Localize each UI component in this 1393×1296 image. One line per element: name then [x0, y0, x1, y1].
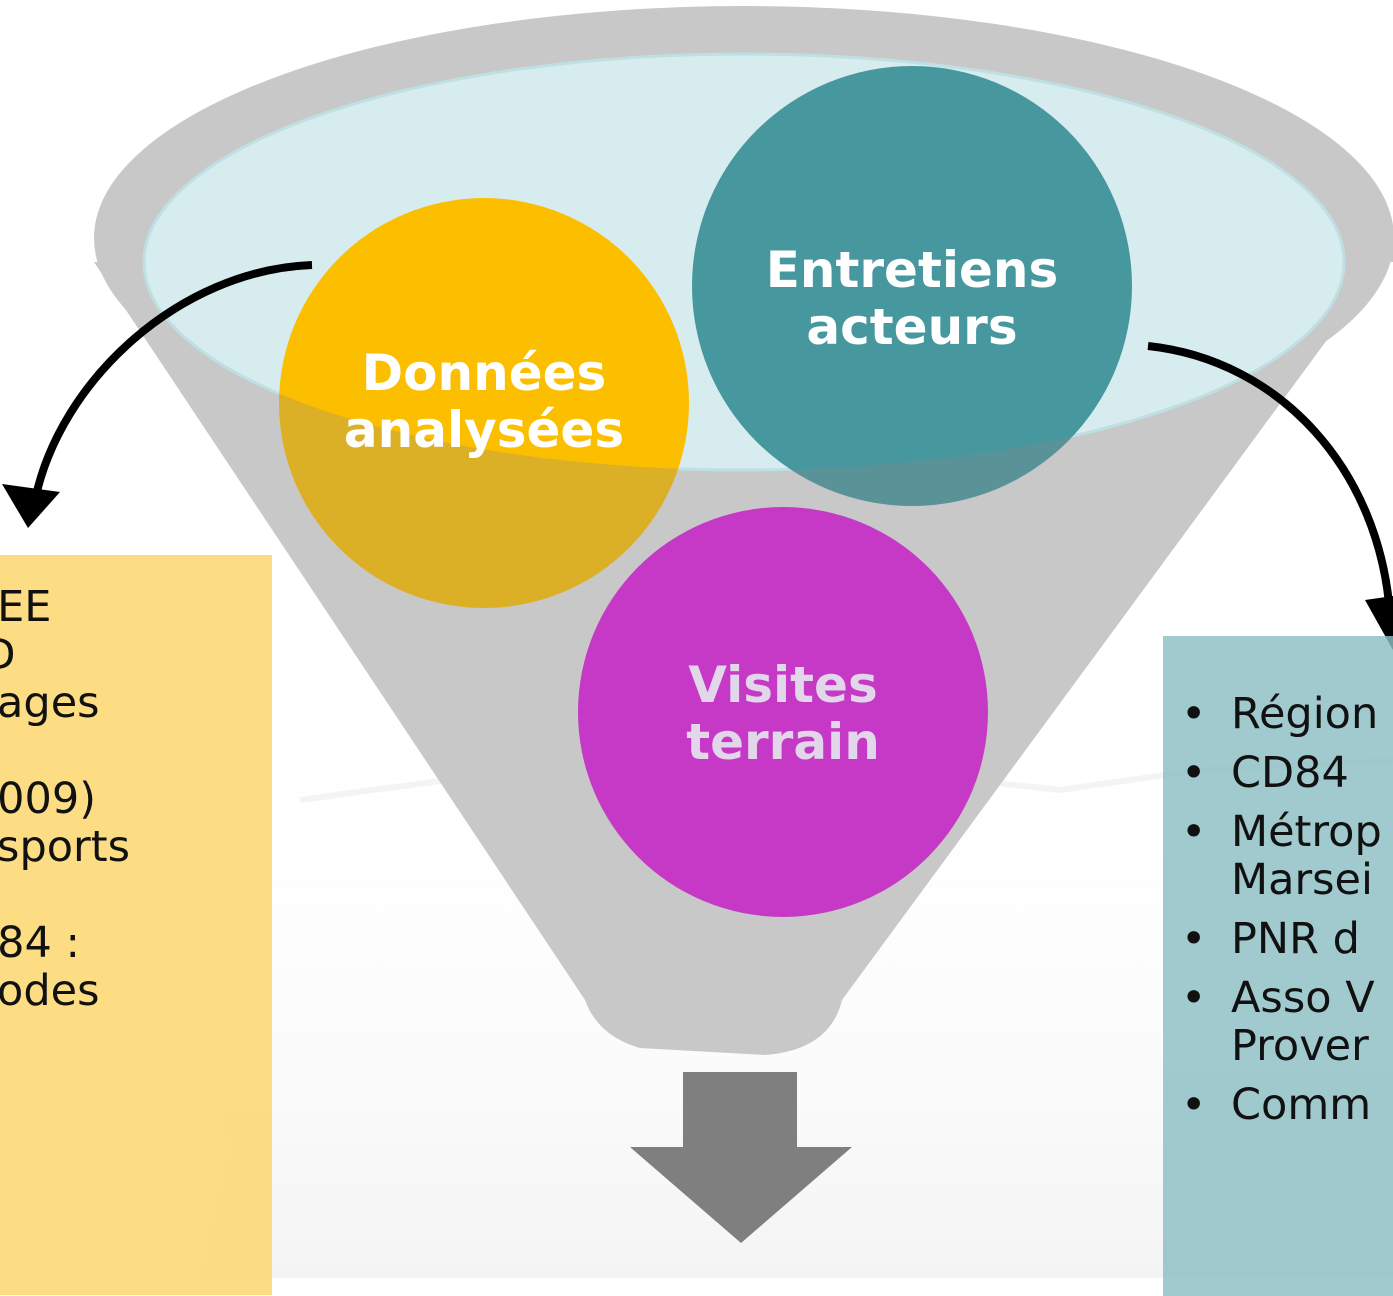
stakeholders-panel: •Région •CD84 •Métrop Marsei •PNR d •Ass… [1163, 636, 1393, 1296]
list-item: nsports [0, 822, 130, 872]
list-item: •PNR d [1181, 914, 1360, 964]
bullet-icon: • [1181, 748, 1207, 798]
bullet-icon: • [1181, 914, 1207, 964]
circle-entretiens-acteurs [692, 66, 1132, 506]
output-down-arrow [630, 1072, 852, 1243]
bullet-icon: • [1181, 689, 1207, 739]
stakeholders-list: •Région •CD84 •Métrop Marsei •PNR d •Ass… [1181, 690, 1393, 1140]
bullet-icon: • [1181, 1080, 1207, 1130]
list-item: 084 : [0, 918, 81, 968]
list-item [0, 871, 130, 919]
list-item: •CD84 [1181, 748, 1349, 798]
circle-donnees-analysees [279, 198, 689, 608]
label-visites-terrain: Visites terrain [686, 656, 880, 771]
list-item: s 2009) [0, 774, 97, 824]
list-item: nodes [0, 966, 100, 1016]
list-item: ID [0, 631, 130, 679]
bullet-icon: • [1181, 807, 1207, 857]
label-entretiens-acteurs: Entretiens acteurs [765, 241, 1059, 356]
connector-left [2, 261, 313, 528]
list-item: nages [0, 678, 100, 728]
data-sources-list: SEE ID nages s 2009) nsports 084 : nodes [0, 583, 130, 1015]
list-item: •Comm [1181, 1080, 1372, 1130]
label-donnees-analysees: Données analysées [343, 344, 625, 459]
list-item: SEE [0, 582, 52, 632]
list-item: •Asso V Prover [1181, 973, 1375, 1071]
list-item: •Région [1181, 689, 1379, 739]
circle-visites-terrain [578, 507, 988, 917]
data-sources-panel: SEE ID nages s 2009) nsports 084 : nodes [0, 555, 272, 1295]
bullet-icon: • [1181, 973, 1207, 1023]
list-item: •Métrop Marsei [1181, 807, 1382, 905]
